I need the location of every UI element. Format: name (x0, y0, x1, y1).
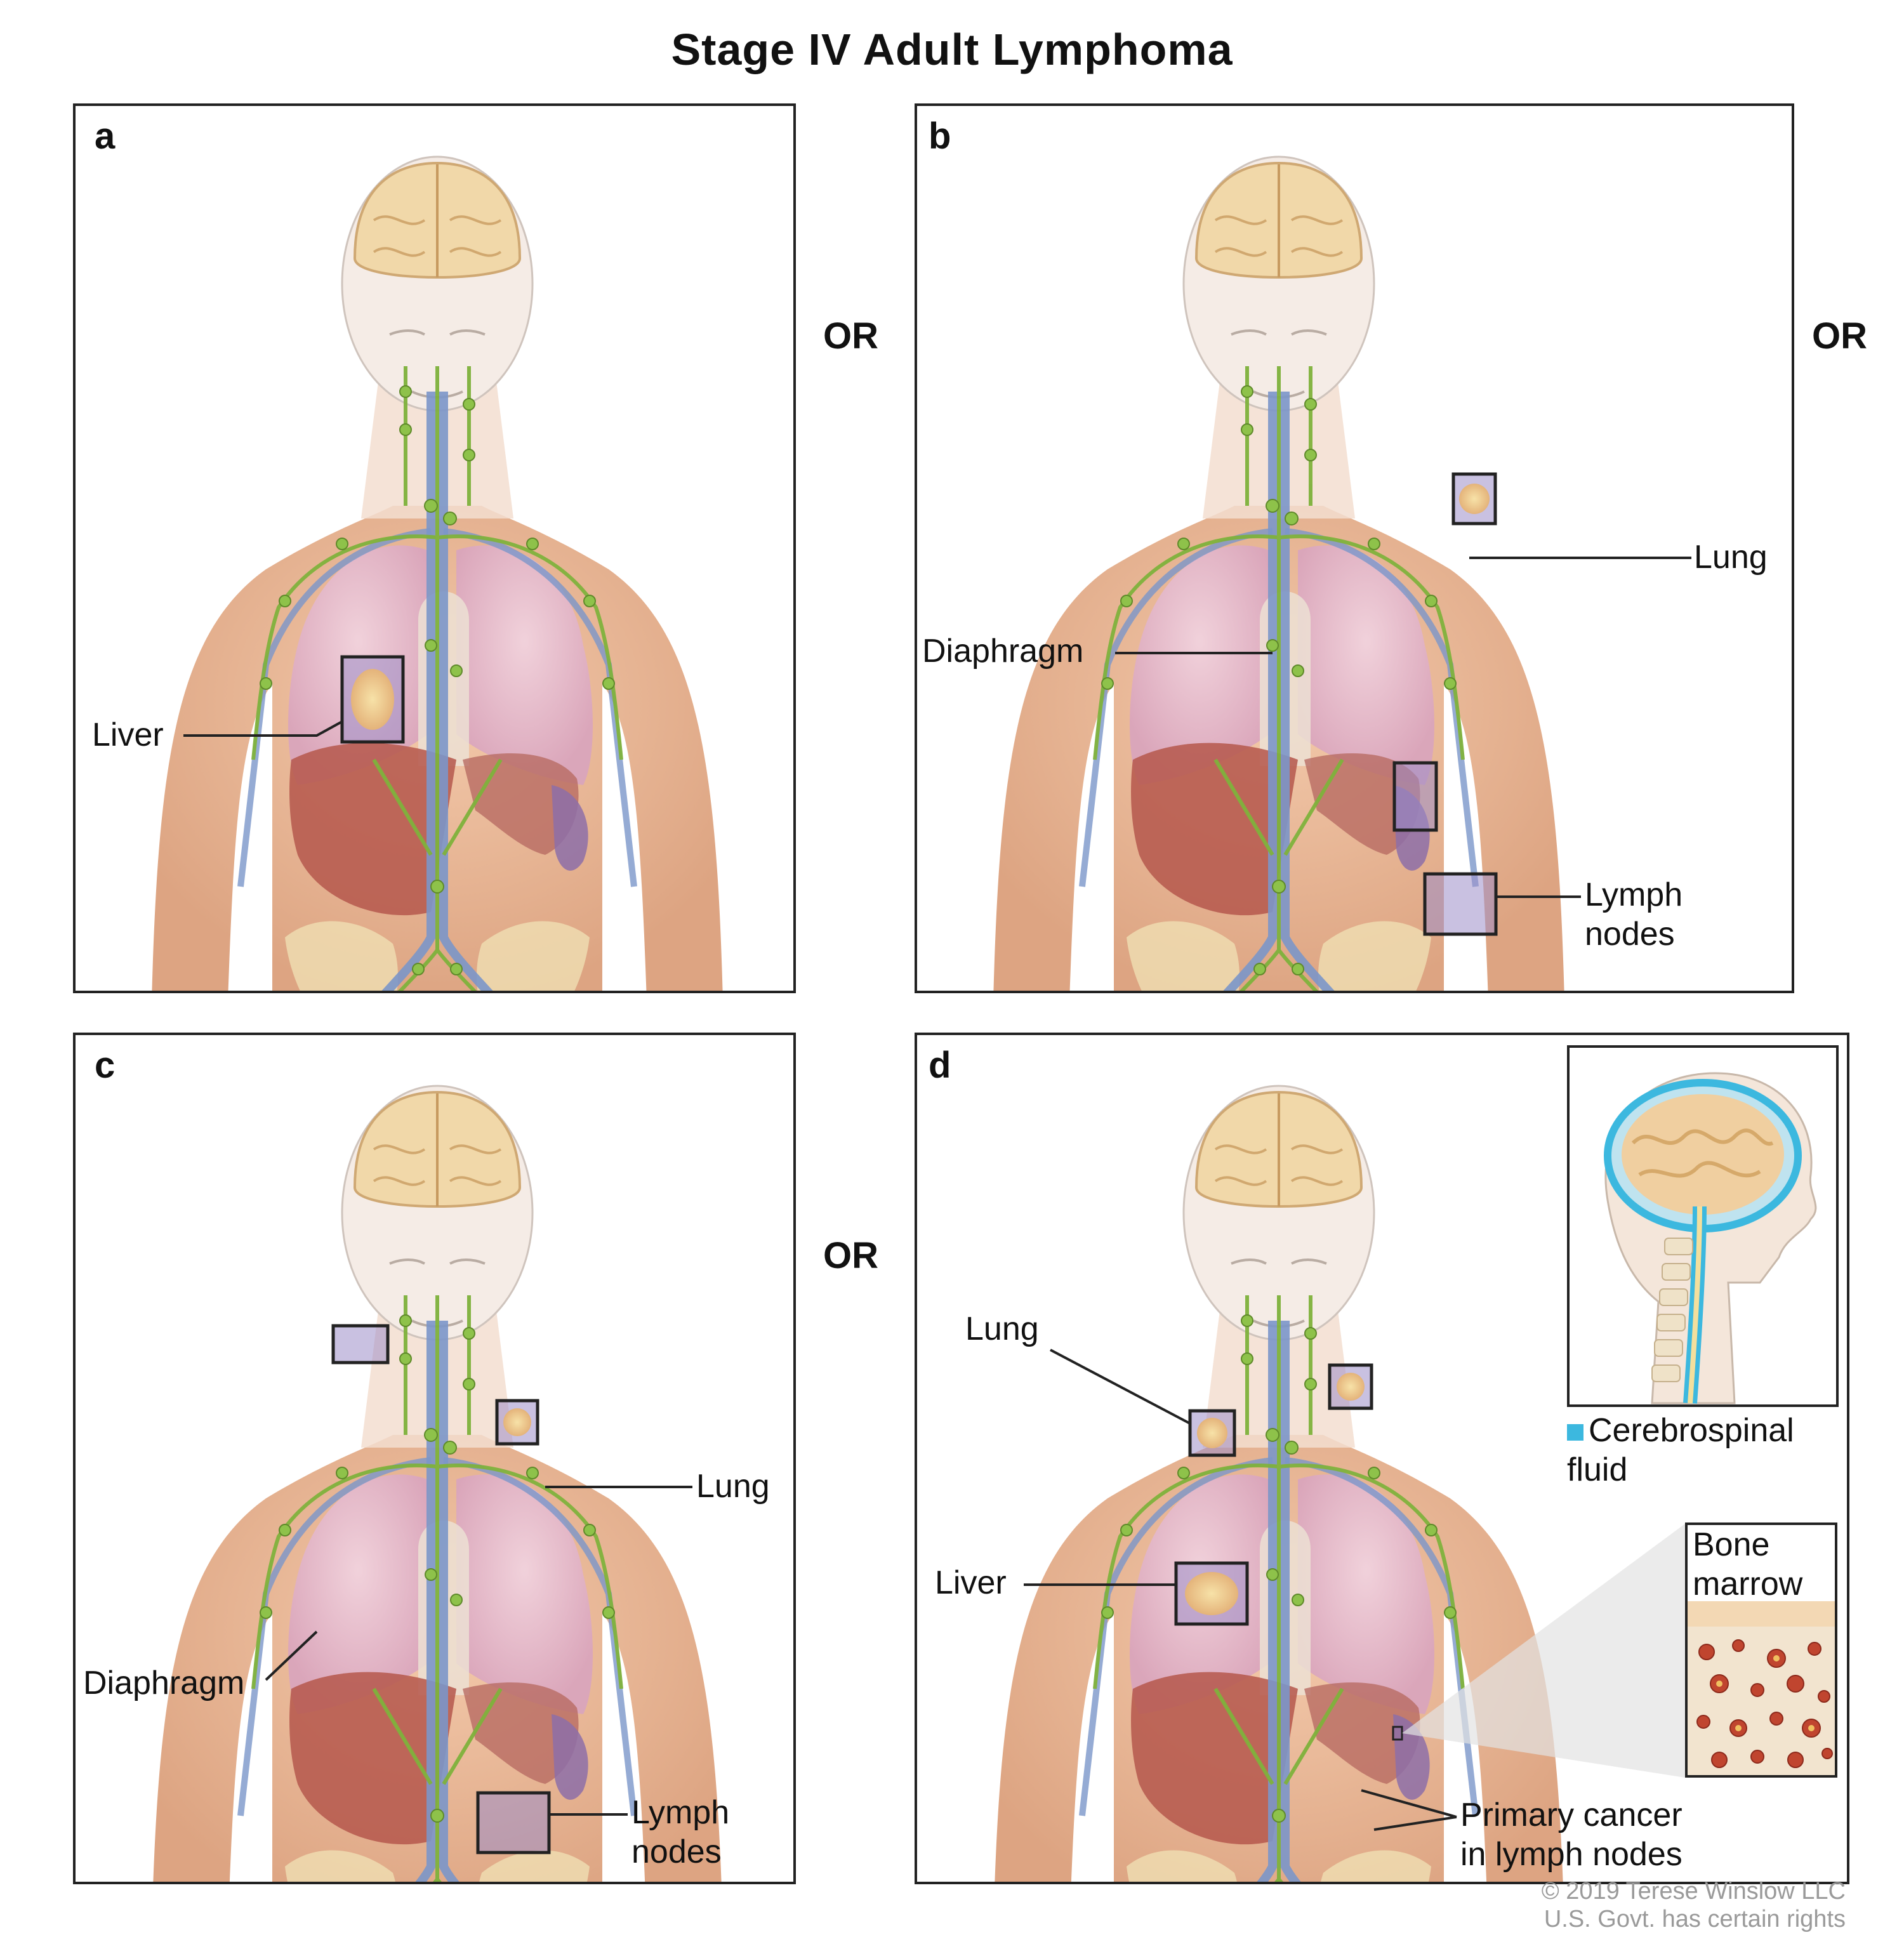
head-spine-illustration (1604, 1072, 1817, 1404)
label-lung: Lung (965, 1311, 1039, 1347)
csf-text: Cerebrospinal fluid (1567, 1412, 1794, 1488)
label-csf: Cerebrospinal fluid (1567, 1411, 1794, 1490)
panel-letter: a (95, 116, 116, 157)
panel-letter: c (95, 1045, 116, 1086)
torso-illustration (76, 106, 796, 993)
csf-color-swatch (1567, 1424, 1583, 1441)
panel-letter: b (929, 116, 951, 157)
label-liver: Liver (935, 1564, 1007, 1601)
panel-d: d Cerebrospinal fluid (915, 1033, 1849, 1884)
panel-a: a Liver (73, 103, 796, 993)
lymph-box-groin (476, 1791, 551, 1854)
label-diaphragm: Diaphragm (83, 1665, 245, 1701)
page-title: Stage IV Adult Lymphoma (671, 25, 1233, 74)
lymph-box-abdomen (1392, 761, 1438, 832)
bone-marrow-inset: Bone marrow (1685, 1523, 1837, 1778)
bone-marrow-illustration (1688, 1601, 1835, 1775)
or-label: OR (1812, 315, 1867, 357)
label-bone-marrow: Bone marrow (1693, 1526, 1803, 1602)
label-lymph-nodes: Lymph nodes (1585, 876, 1683, 953)
copyright-line-1: © 2019 Terese Winslow LLC (1541, 1878, 1846, 1905)
copyright-line-2: U.S. Govt. has certain rights (1544, 1906, 1846, 1932)
label-primary-cancer: Primary cancer in lymph nodes (1460, 1797, 1683, 1873)
lymph-box-groin (1423, 872, 1498, 936)
panel-c: c Lung Diaphragm Lymph nodes (73, 1033, 796, 1884)
torso-illustration (917, 106, 1794, 993)
label-liver: Liver (92, 717, 164, 753)
csf-inset (1567, 1045, 1839, 1407)
label-lung: Lung (696, 1468, 770, 1505)
torso-illustration (917, 1035, 1685, 1884)
copyright: © 2019 Terese Winslow LLC U.S. Govt. has… (1542, 1877, 1846, 1933)
torso-illustration (76, 1035, 796, 1884)
panel-b: b Lung Diaphragm Lymph nodes (915, 103, 1794, 993)
label-lung: Lung (1694, 539, 1768, 576)
panel-letter: d (929, 1045, 951, 1086)
or-label: OR (823, 315, 878, 357)
or-label: OR (823, 1235, 878, 1276)
lymph-box-neck (331, 1324, 390, 1364)
label-lymph-nodes: Lymph nodes (631, 1794, 730, 1870)
label-diaphragm: Diaphragm (922, 633, 1084, 670)
